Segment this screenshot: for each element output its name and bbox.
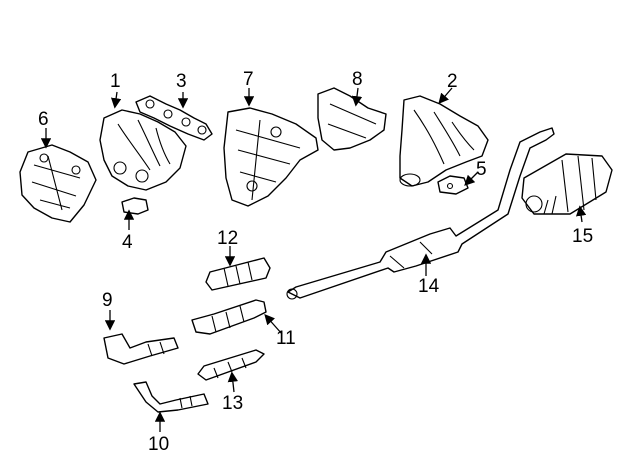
callout-14: 14 bbox=[418, 276, 440, 297]
part-3-gasket bbox=[135, 95, 213, 141]
part-14-exhaust-pipe bbox=[286, 127, 555, 300]
part-8-heat-shield bbox=[317, 87, 387, 151]
part-13-catalytic-converter bbox=[197, 349, 265, 381]
callout-15: 15 bbox=[572, 226, 593, 247]
part-12-flex-pipe bbox=[205, 257, 271, 291]
callout-numbers: 1 2 3 4 5 6 7 8 9 10 11 12 13 14 15 bbox=[38, 69, 593, 455]
callout-8: 8 bbox=[352, 69, 363, 90]
callout-13: 13 bbox=[222, 393, 243, 414]
part-10-pipe bbox=[133, 381, 209, 413]
part-2-exhaust-manifold bbox=[399, 95, 489, 187]
callout-12: 12 bbox=[217, 228, 238, 249]
part-6-heat-shield bbox=[19, 144, 97, 223]
callout-6: 6 bbox=[38, 109, 49, 130]
part-4-bracket bbox=[121, 197, 149, 215]
callout-4: 4 bbox=[122, 232, 133, 253]
part-11-pipe bbox=[191, 299, 267, 335]
part-15-canister bbox=[521, 153, 613, 215]
part-1-exhaust-manifold bbox=[99, 109, 187, 191]
callout-10: 10 bbox=[148, 434, 169, 455]
callout-7: 7 bbox=[243, 69, 254, 90]
callout-9: 9 bbox=[102, 290, 113, 311]
part-7-heat-shield bbox=[223, 107, 319, 207]
callout-2: 2 bbox=[447, 71, 458, 92]
callout-leaders bbox=[40, 87, 587, 432]
callout-11: 11 bbox=[276, 328, 296, 349]
part-9-front-pipe bbox=[103, 333, 179, 365]
callout-5: 5 bbox=[476, 159, 487, 180]
callout-1: 1 bbox=[110, 71, 121, 92]
part-5-bracket bbox=[437, 175, 469, 195]
callout-3: 3 bbox=[176, 71, 187, 92]
